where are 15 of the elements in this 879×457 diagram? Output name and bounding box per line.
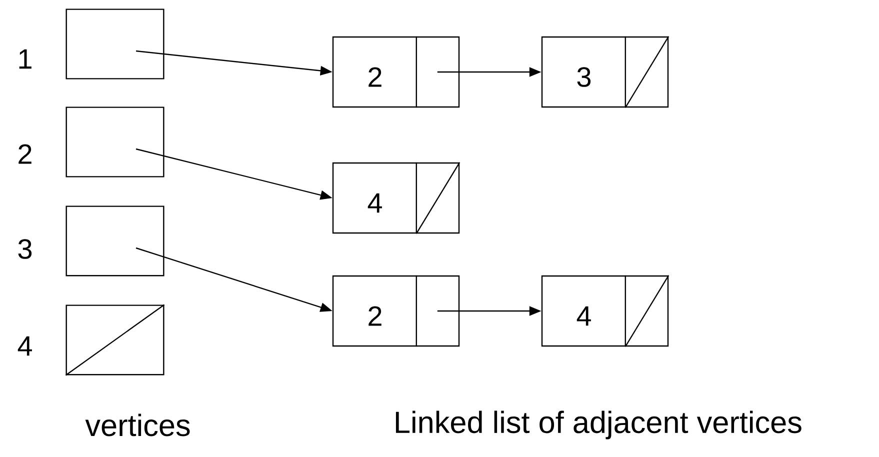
vertex-box xyxy=(66,206,164,276)
vertex-box xyxy=(66,106,164,178)
list-node-box: 2 xyxy=(332,275,460,347)
caption-text: Linked list of adjacent vertices xyxy=(396,410,802,440)
vertex-number: 4 xyxy=(18,336,32,356)
vertex-box xyxy=(66,8,164,80)
vertex-number: 2 xyxy=(18,144,32,164)
list-node-box: 2 xyxy=(332,36,460,108)
list-node-box: 4 xyxy=(332,162,460,234)
vertex-number: 1 xyxy=(19,49,32,69)
vertex-box xyxy=(65,304,165,376)
list-node-box: 3 xyxy=(541,36,670,108)
list-node-box: 4 xyxy=(541,275,670,347)
caption-text: vertices xyxy=(85,414,190,436)
vertex-number: 3 xyxy=(18,239,32,259)
